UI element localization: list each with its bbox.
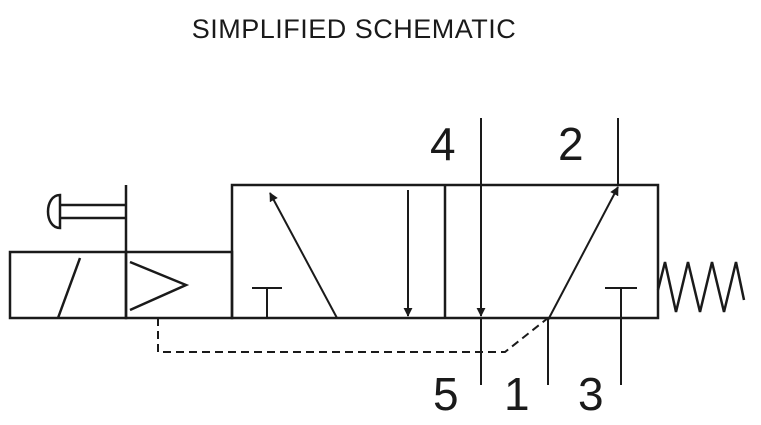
pilot-supply-line [157, 317, 549, 353]
flow-arrow-icon [269, 192, 338, 319]
diagram-title: SIMPLIFIED SCHEMATIC [191, 14, 517, 44]
blocked-port-icon [605, 287, 637, 318]
port-label-5: 5 [433, 368, 459, 420]
port-label-2: 2 [558, 118, 584, 170]
left-envelope [252, 190, 413, 319]
port-label-4: 4 [430, 118, 456, 170]
manual-override-icon [46, 185, 128, 252]
spring-icon [656, 261, 746, 313]
right-envelope [476, 118, 637, 321]
blocked-port-icon [252, 287, 282, 318]
pilot-stage-icon [124, 250, 234, 320]
solenoid-coil-icon [8, 250, 128, 320]
flow-arrow-icon [547, 186, 619, 321]
port-label-1: 1 [504, 368, 530, 420]
port-label-3: 3 [578, 368, 604, 420]
